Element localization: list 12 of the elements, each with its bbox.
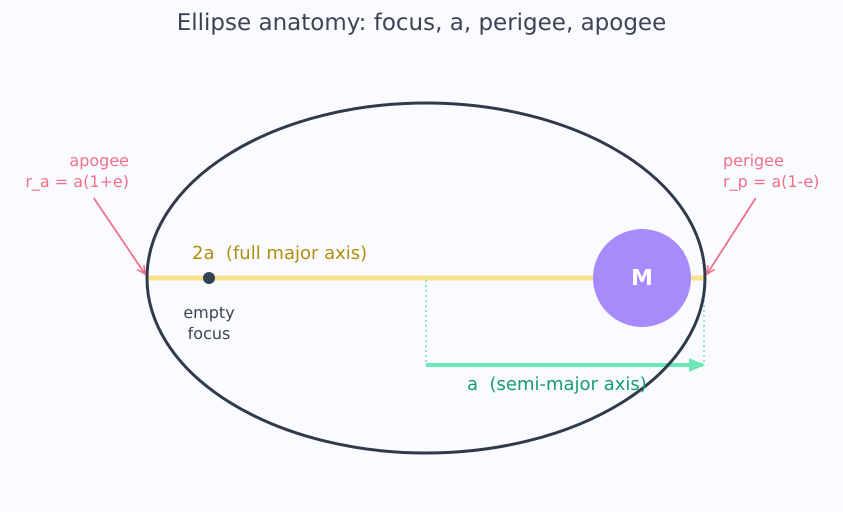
formula-text: r_a = a(1+e): [25, 171, 129, 192]
focus-dot: [203, 272, 215, 284]
axis-label: a (semi-major axis): [467, 374, 647, 395]
arrow: [93, 198, 146, 275]
formula-text: r_p = a(1-e): [723, 171, 820, 192]
arrow: [706, 198, 757, 275]
callout-title: perigee: [723, 150, 784, 171]
planet-label: M: [631, 266, 653, 290]
callout-title: apogee: [69, 150, 129, 171]
focus-label: empty focus: [182, 302, 236, 344]
title: Ellipse anatomy: focus, a, perigee, apogee: [176, 10, 668, 36]
axis-label: 2a (full major axis): [192, 243, 368, 264]
